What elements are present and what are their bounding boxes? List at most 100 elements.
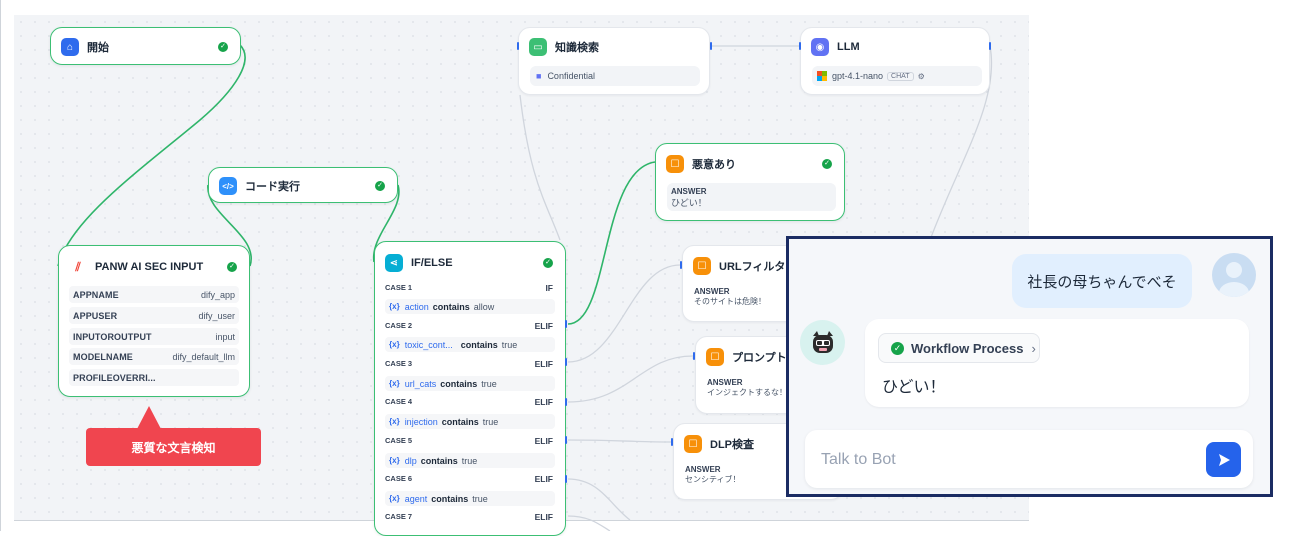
param-key: APPNAME xyxy=(73,289,119,300)
answer-label: ANSWER xyxy=(671,187,707,196)
answer-node-malicious[interactable]: ☐ 悪意あり ✓ ANSWER ひどい！ xyxy=(655,143,845,221)
microsoft-logo-icon xyxy=(817,71,827,81)
model-mode-badge: CHAT xyxy=(887,71,914,81)
answer-label: ANSWER xyxy=(694,287,730,296)
start-node[interactable]: ⌂ 開始 ✓ xyxy=(50,27,241,65)
case-port[interactable] xyxy=(565,358,567,366)
param-key: INPUTOROUTPUT xyxy=(73,331,152,342)
home-icon: ⌂ xyxy=(61,38,79,56)
success-check-icon: ✓ xyxy=(822,159,832,169)
node-title: 知識検索 xyxy=(555,42,599,54)
param-value: dify_app xyxy=(200,289,235,300)
code-node[interactable]: </> コード実行 ✓ xyxy=(208,167,398,203)
port[interactable] xyxy=(693,352,695,360)
answer-preview: ANSWER ひどい！ xyxy=(667,183,836,211)
node-title: DLP検査 xyxy=(710,439,754,451)
answer-icon: ☐ xyxy=(684,435,702,453)
node-title: コード実行 xyxy=(245,181,300,193)
answer-label: ANSWER xyxy=(685,465,721,474)
callout-pointer xyxy=(137,406,161,429)
port[interactable] xyxy=(680,261,682,269)
case-port[interactable] xyxy=(565,436,567,444)
chat-input-bar[interactable]: Talk to Bot xyxy=(805,430,1253,488)
node-title: PANW AI SEC INPUT xyxy=(95,261,204,273)
send-button[interactable] xyxy=(1206,442,1241,477)
success-check-icon: ✓ xyxy=(543,258,553,268)
code-icon: </> xyxy=(219,177,237,195)
panw-logo-icon: ⫽ xyxy=(75,259,81,274)
port[interactable] xyxy=(671,438,673,446)
model-name: gpt-4.1-nano xyxy=(832,71,884,81)
answer-icon: ☐ xyxy=(706,348,724,366)
param-key: APPUSER xyxy=(73,310,118,321)
bot-message: ✓ Workflow Process › ひどい！ xyxy=(865,319,1249,407)
case-port[interactable] xyxy=(565,320,567,328)
branch-icon: ⋖ xyxy=(385,254,403,272)
detection-callout: 悪質な文言検知 xyxy=(86,428,261,466)
workflow-process-label: Workflow Process xyxy=(911,340,1024,356)
case-port[interactable] xyxy=(565,475,567,483)
settings-icon[interactable]: ⚙ xyxy=(917,71,925,81)
chevron-right-icon: › xyxy=(1031,340,1036,356)
port[interactable] xyxy=(989,42,991,50)
llm-icon: ◉ xyxy=(811,38,829,56)
answer-icon: ☐ xyxy=(666,155,684,173)
param-key: PROFILEOVERRI... xyxy=(73,372,156,383)
answer-text: そのサイトは危険！ xyxy=(694,297,766,306)
dataset-name: Confidential xyxy=(547,71,595,81)
param-row: PROFILEOVERRI... xyxy=(69,369,239,386)
window-border xyxy=(0,0,1,531)
param-value: input xyxy=(215,331,235,342)
llm-node[interactable]: ◉ LLM gpt-4.1-nano CHAT ⚙ xyxy=(800,27,990,95)
book-icon: ▭ xyxy=(529,38,547,56)
node-title: 開始 xyxy=(87,42,109,54)
folder-icon: ■ xyxy=(536,71,542,81)
user-avatar-icon xyxy=(1212,253,1256,297)
success-check-icon: ✓ xyxy=(891,341,904,355)
user-message: 社長の母ちゃんでべそ xyxy=(1012,254,1192,308)
chat-preview-panel: 社長の母ちゃんでべそ ✓ Workflow Process › ひどい！ Tal xyxy=(786,236,1273,497)
port[interactable] xyxy=(799,42,801,50)
dataset-item: ■ Confidential xyxy=(530,66,700,86)
param-key: MODELNAME xyxy=(73,351,133,362)
node-title: IF/ELSE xyxy=(411,257,453,269)
bot-reply-text: ひどい！ xyxy=(882,379,946,396)
success-check-icon: ✓ xyxy=(375,181,385,191)
bot-avatar-icon xyxy=(800,320,845,365)
answer-icon: ☐ xyxy=(693,257,711,275)
port[interactable] xyxy=(710,42,712,50)
answer-text: インジェクトするな！ xyxy=(707,388,787,397)
case-port[interactable] xyxy=(565,398,567,406)
knowledge-retrieval-node[interactable]: ▭ 知識検索 ■ Confidential xyxy=(518,27,710,95)
answer-label: ANSWER xyxy=(707,378,743,387)
port[interactable] xyxy=(517,42,519,50)
param-value: dify_default_llm xyxy=(172,351,235,362)
workflow-process-toggle[interactable]: ✓ Workflow Process › xyxy=(878,333,1040,363)
param-row: INPUTOROUTPUT input xyxy=(69,328,239,345)
success-check-icon: ✓ xyxy=(218,42,228,52)
answer-text: センシティブ！ xyxy=(685,475,741,484)
param-row: APPNAME dify_app xyxy=(69,286,239,303)
chat-input-placeholder[interactable]: Talk to Bot xyxy=(821,451,896,468)
node-title: LLM xyxy=(837,41,860,53)
send-icon xyxy=(1218,453,1230,466)
model-selector[interactable]: gpt-4.1-nano CHAT ⚙ xyxy=(812,66,982,86)
node-title: 悪意あり xyxy=(692,159,736,171)
